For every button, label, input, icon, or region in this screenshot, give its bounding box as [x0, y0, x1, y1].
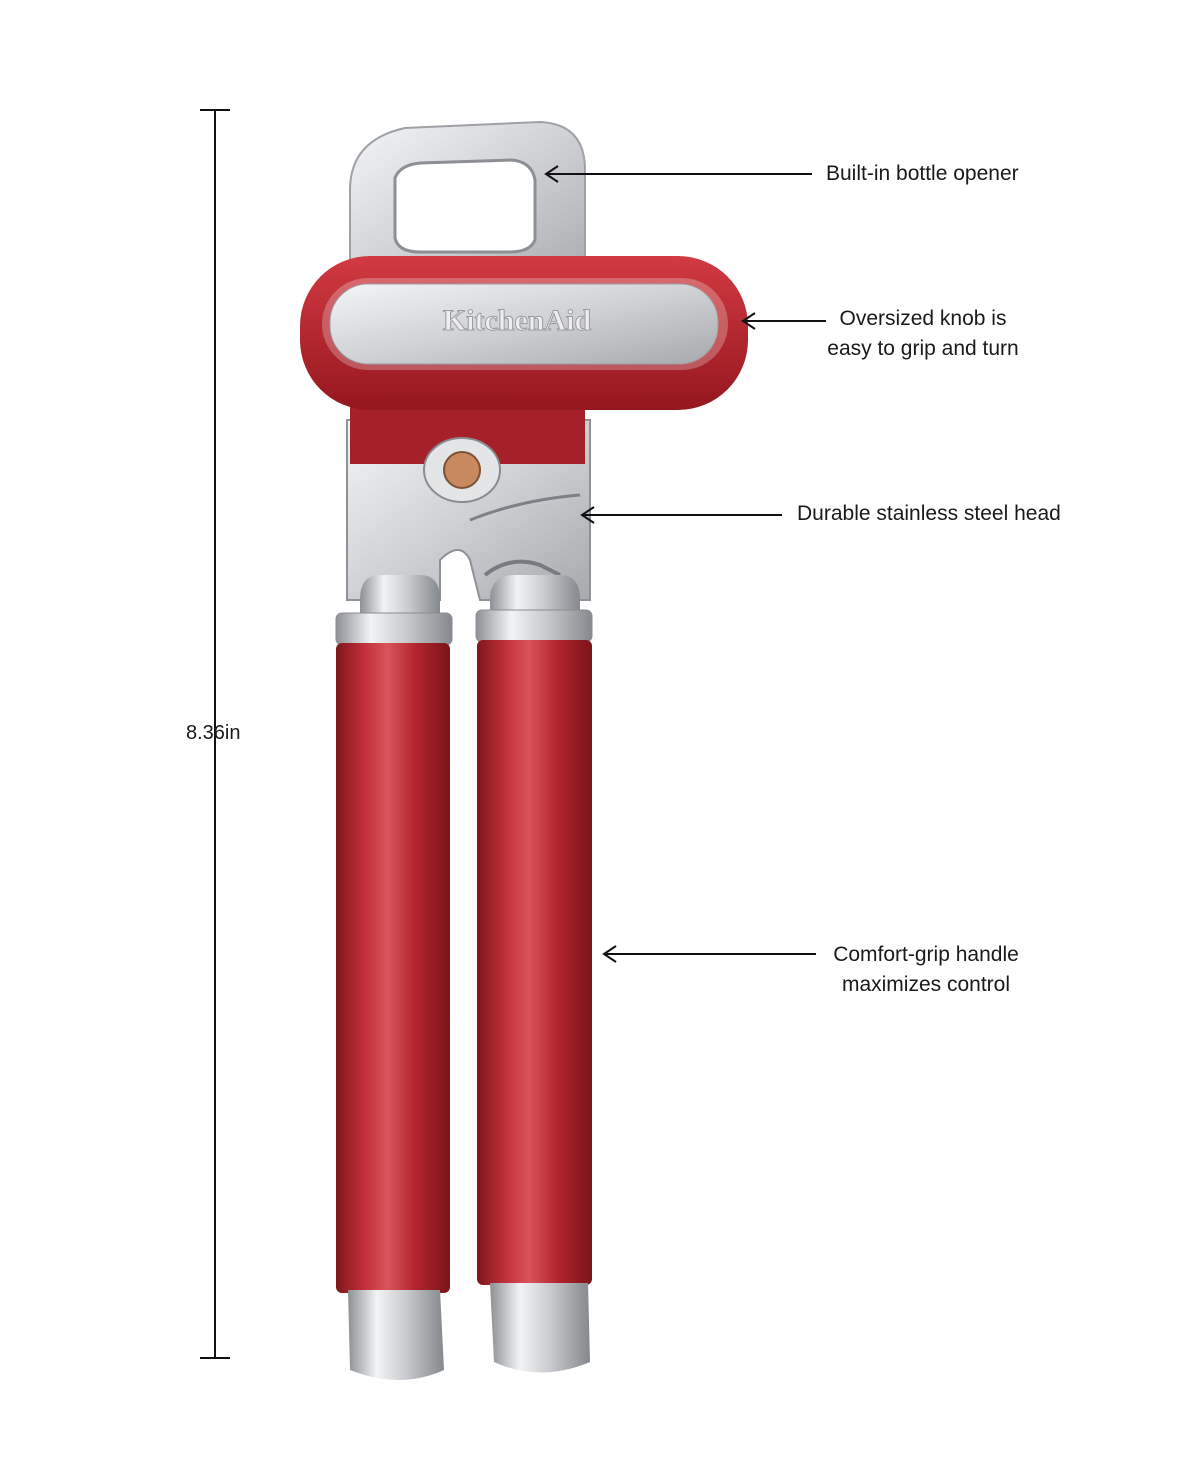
left-handle	[335, 575, 453, 1380]
dimension-line	[200, 109, 230, 1359]
brand-logo-text: KitchenAid	[443, 304, 592, 337]
callout-arrow-knob	[741, 312, 826, 330]
callout-arrow-bottle-opener	[544, 165, 812, 183]
callout-arrow-head	[580, 506, 782, 524]
oversized-knob: KitchenAid	[300, 256, 748, 410]
right-handle	[475, 575, 593, 1373]
steel-head	[346, 404, 591, 601]
callout-knob-line1: Oversized knob is	[839, 307, 1007, 330]
callout-handle-line1: Comfort-grip handle	[833, 943, 1019, 966]
callout-knob: Oversized knob is easy to grip and turn	[820, 304, 1026, 364]
height-dimension-label: 8.36in	[186, 722, 241, 744]
bottle-opener-plate	[349, 120, 586, 291]
callout-arrow-handle	[602, 945, 816, 963]
callout-head: Durable stainless steel head	[797, 502, 1061, 525]
callout-knob-line2: easy to grip and turn	[827, 337, 1019, 360]
callout-handle-line2: maximizes control	[841, 973, 1011, 996]
callout-handle: Comfort-grip handle maximizes control	[826, 940, 1026, 1000]
callout-bottle-opener: Built-in bottle opener	[826, 162, 1019, 185]
